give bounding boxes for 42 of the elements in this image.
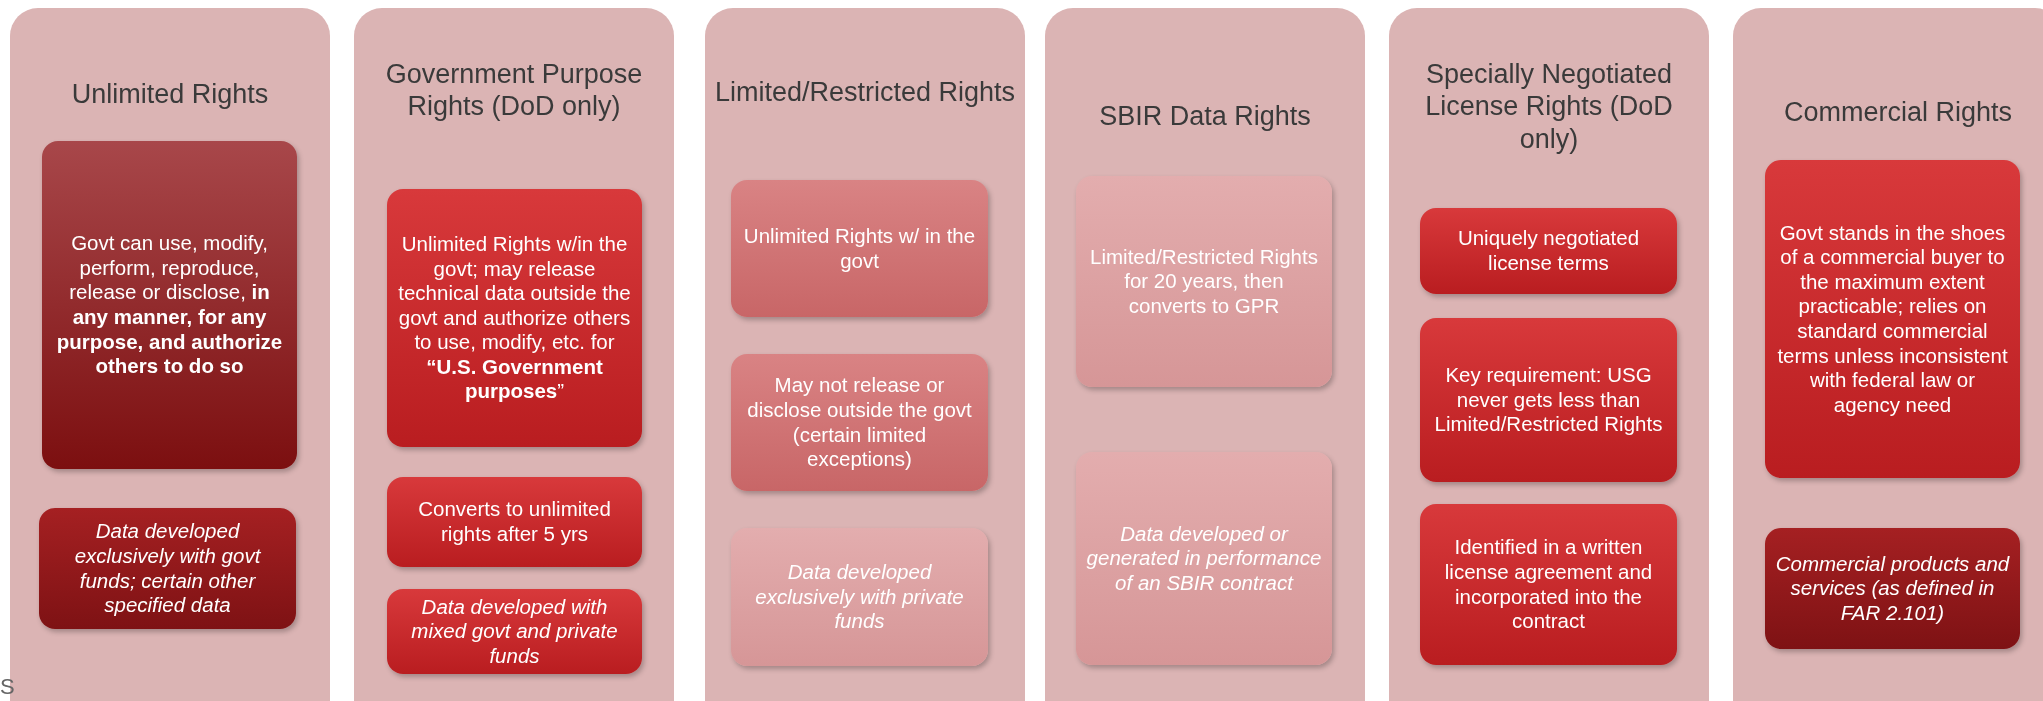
column-panel (1733, 8, 2043, 701)
box-text: Key requirement: USG never gets less than Limited/Restricted Rights (1433, 363, 1664, 437)
column-heading: Specially Negotiated License Rights (DoD only) (1424, 58, 1674, 156)
box-text: May not release or disclose outside the govt (certain limited exceptions) (746, 373, 973, 472)
rights-box (1076, 176, 1332, 387)
rights-box (39, 508, 296, 629)
column-panel (1045, 8, 1365, 701)
box-text: Data developed exclusively with private funds (754, 560, 965, 634)
rights-box (1765, 160, 2020, 478)
rights-box (42, 141, 297, 469)
rights-box (387, 589, 642, 674)
column-heading: Unlimited Rights (70, 78, 270, 111)
column-heading: Commercial Rights (1782, 96, 2014, 129)
column-panel (1389, 8, 1709, 701)
column-heading: Government Purpose Rights (DoD only) (384, 58, 644, 123)
box-text: Uniquely negotiated license terms (1456, 226, 1641, 276)
rights-box (387, 189, 642, 447)
box-text: Data developed with mixed govt and private funds (410, 594, 619, 669)
rights-box (731, 180, 988, 317)
rights-box (1420, 208, 1677, 294)
rights-box (1420, 318, 1677, 482)
column-panel (354, 8, 674, 701)
rights-box (387, 477, 642, 567)
box-text: Data developed exclusively with govt funds; certain other specified data (73, 519, 262, 618)
box-text: Govt stands in the shoes of a commercial buyer to the maximum extent practicable; relies on standard commercial terms unless inconsistent with federal law or agency need (1776, 220, 2009, 418)
rights-box (731, 528, 988, 666)
cut-off-text: S (0, 674, 15, 700)
rights-box (1765, 528, 2020, 649)
box-text: Govt can use, modify, perform, reproduce, release or disclose, in any manner, for any purpose, and authorize others to do so (55, 231, 284, 379)
box-text: Commercial products and services (as defined in FAR 2.101) (1775, 551, 2010, 626)
box-text: Identified in a written license agreement and incorporated into the contract (1443, 535, 1654, 634)
box-text: Limited/Restricted Rights for 20 years, then converts to GPR (1089, 244, 1319, 319)
box-text: Data developed or generated in performance of an SBIR contract (1086, 521, 1322, 596)
column-heading: SBIR Data Rights (1098, 100, 1312, 133)
box-text: Converts to unlimited rights after 5 yrs (417, 497, 612, 547)
box-text: Unlimited Rights w/in the govt; may release technical data outside the govt and authorize others to use, modify, etc. for “U.S. Government purposes” (397, 231, 632, 405)
column-panel (705, 8, 1025, 701)
rights-box (1420, 504, 1677, 665)
column-heading: Limited/Restricted Rights (713, 76, 1017, 109)
box-text: Unlimited Rights w/ in the govt (742, 223, 977, 274)
rights-box (731, 354, 988, 491)
rights-box (1076, 452, 1332, 665)
